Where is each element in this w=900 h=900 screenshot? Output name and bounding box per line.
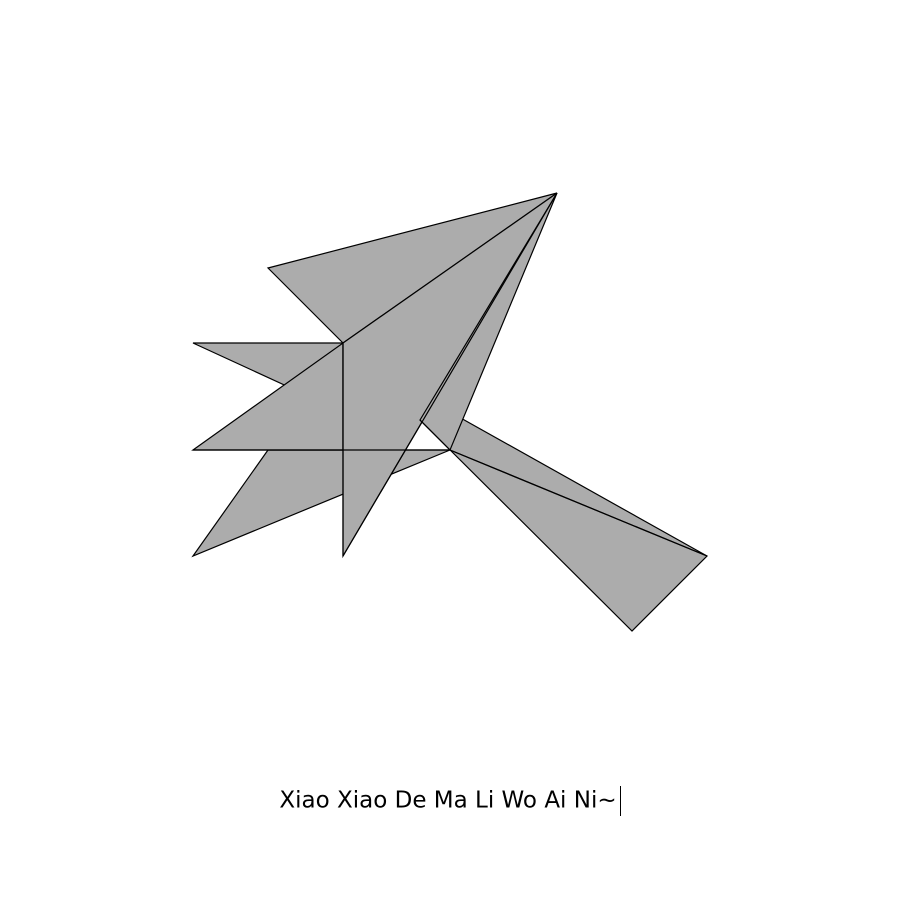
tail-lower-piece xyxy=(191,449,451,558)
caption-text: Xiao Xiao De Ma Li Wo Ai Ni~ xyxy=(279,787,617,814)
caption-line[interactable]: Xiao Xiao De Ma Li Wo Ai Ni~ xyxy=(0,780,900,820)
edge-line xyxy=(419,419,451,451)
text-cursor xyxy=(619,785,621,816)
edge-line xyxy=(449,449,708,557)
edge-line xyxy=(342,192,558,557)
